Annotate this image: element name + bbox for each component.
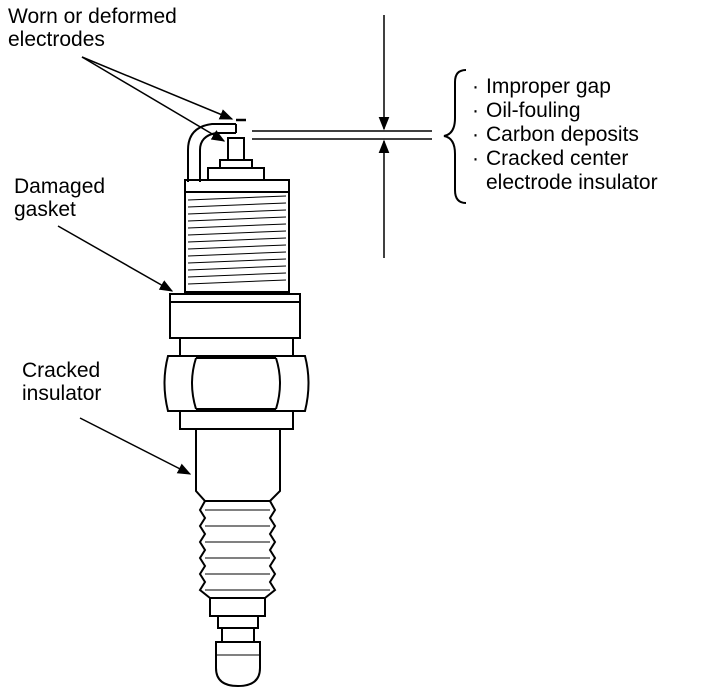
hex-nut [163,337,310,430]
gap-issues-list: · Improper gap · Oil-fouling · Carbon depos… [470,75,658,195]
leader-worn-1 [81,56,234,120]
gap-issue-continuation: electrode insulator [486,171,658,194]
leader-insulator [79,417,192,475]
gap-issue-item: · Oil-fouling [470,99,658,123]
label-gasket-line2: gasket [14,198,76,221]
gasket [169,293,301,339]
gap-issue-item: · Carbon deposits [470,123,658,147]
label-cracked-insulator: Cracked insulator [22,359,101,405]
threaded-shell [184,179,290,293]
center-electrode [207,137,265,181]
gap-issue-text: Carbon deposits [486,123,639,146]
label-gasket-line1: Damaged [14,175,106,198]
bullet-dot: · [472,147,479,170]
ground-electrode [187,118,246,182]
gap-issue-text: Improper gap [486,75,611,98]
bullet-dot: · [472,123,479,146]
leader-worn-2 [81,56,226,142]
bracket-brace [443,69,467,204]
label-worn-line2: electrodes [8,28,105,51]
label-worn-line1: Worn or deformed [8,5,177,28]
gap-dimension [252,15,432,258]
label-worn-electrodes: Worn or deformed electrodes [8,5,177,51]
insulator [195,428,281,502]
gap-issue-text: Cracked center [486,147,629,170]
terminal [209,597,266,688]
gap-issue-item: · Improper gap [470,75,658,99]
insulator-ribs [198,500,277,599]
gap-issue-item: · Cracked center [470,147,658,171]
label-damaged-gasket: Damaged gasket [14,175,105,221]
label-insulator-line1: Cracked [22,359,101,382]
leader-gasket [57,225,174,292]
bullet-dot: · [472,75,479,98]
bullet-dot: · [472,99,479,122]
label-insulator-line2: insulator [22,382,102,405]
gap-issue-text: Oil-fouling [486,99,581,122]
